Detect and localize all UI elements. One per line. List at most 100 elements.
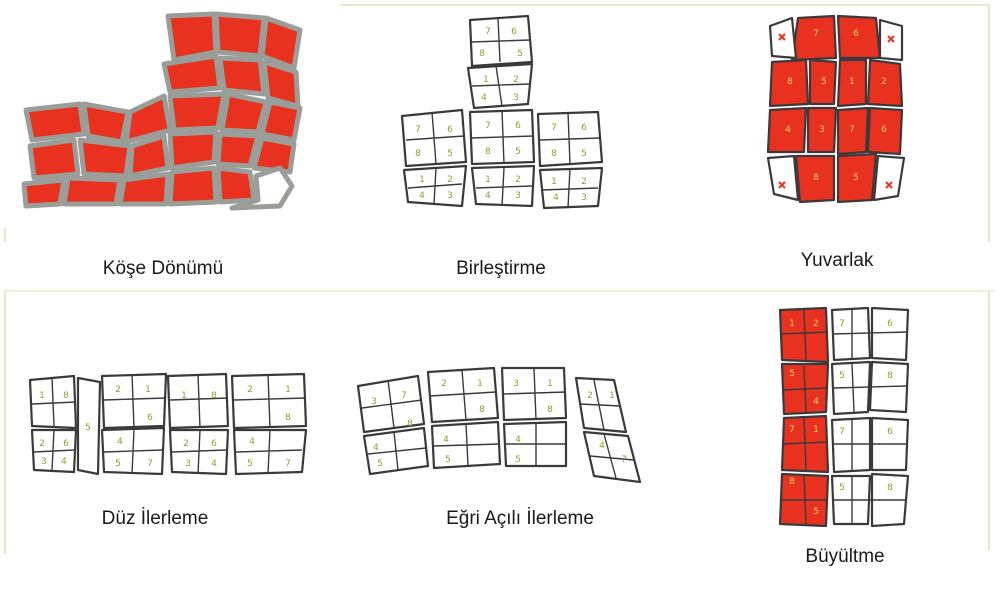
red-stone [23,101,87,143]
frame-mid-line [4,290,994,292]
red-stone [261,59,301,109]
svg-text:1: 1 [145,385,151,395]
svg-text:8: 8 [547,405,553,415]
svg-text:4: 4 [515,435,521,445]
svg-text:5: 5 [813,507,819,517]
svg-text:4: 4 [249,437,255,447]
svg-text:8: 8 [789,477,795,487]
svg-text:2: 2 [581,177,587,187]
caption-egri-acili: Eğri Açılı İlerleme [446,508,594,529]
svg-text:5: 5 [839,371,845,381]
red-stone [219,91,269,135]
svg-text:8: 8 [211,391,217,401]
svg-text:8: 8 [551,149,557,159]
svg-text:3: 3 [819,125,825,135]
svg-text:1: 1 [485,175,491,185]
red-stone [127,133,171,179]
svg-text:8: 8 [887,483,893,493]
svg-text:8: 8 [479,49,485,59]
svg-text:2: 2 [441,379,447,389]
svg-text:1: 1 [551,177,557,187]
frame-right-top [988,6,990,242]
frame-top-right [340,4,990,6]
x-mark-icon [778,33,895,189]
white-stone [426,366,500,424]
svg-text:4: 4 [485,191,491,201]
svg-text:3: 3 [513,93,519,103]
svg-text:8: 8 [63,391,69,401]
red-stone [21,177,67,209]
svg-text:5: 5 [853,173,859,183]
red-stone [766,106,808,154]
svg-text:4: 4 [785,125,791,135]
red-stone [866,106,904,156]
stone-joint [31,377,77,471]
white-stone [166,372,230,430]
svg-text:7: 7 [147,459,153,469]
svg-text:6: 6 [887,427,893,437]
svg-text:2: 2 [881,77,887,87]
svg-text:8: 8 [285,413,291,423]
red-stone [117,171,171,207]
svg-text:8: 8 [407,419,413,429]
red-stone [259,15,303,71]
white-stone [466,62,534,110]
stone-joint [405,111,465,205]
frame-right-bottom [988,292,990,550]
svg-text:8: 8 [485,147,491,157]
red-stone [167,165,219,207]
svg-text:5: 5 [515,455,521,465]
svg-text:4: 4 [117,437,123,447]
red-stone [81,101,131,145]
svg-text:7: 7 [485,121,491,131]
stone-joint [503,367,567,466]
svg-text:1: 1 [483,75,489,85]
svg-text:7: 7 [485,27,491,37]
svg-text:6: 6 [211,439,217,449]
stone-joint [539,111,601,209]
stone-joint [831,310,909,413]
svg-text:5: 5 [517,49,523,59]
svg-text:1: 1 [285,385,291,395]
svg-text:1: 1 [39,391,45,401]
white-stone [870,306,910,362]
red-stone [161,53,223,95]
svg-text:7: 7 [839,319,845,329]
red-stone [61,175,123,207]
svg-text:6: 6 [63,439,69,449]
red-stone [251,135,297,175]
svg-text:3: 3 [515,191,521,201]
svg-text:4: 4 [599,441,605,451]
svg-text:5: 5 [445,455,451,465]
white-stone [500,366,568,422]
caption-kose-donumu: Köşe Dönümü [102,258,224,279]
svg-text:5: 5 [839,483,845,493]
red-stone [213,11,267,59]
stone-joint [471,109,535,207]
red-stone [768,58,810,108]
svg-text:1: 1 [477,379,483,389]
frame-left-top [4,228,6,242]
svg-text:8: 8 [479,405,485,415]
svg-text:7: 7 [401,391,407,401]
svg-text:7: 7 [789,425,795,435]
svg-text:5: 5 [581,149,587,159]
red-stone [217,55,267,97]
red-stone [27,137,81,181]
svg-text:5: 5 [515,147,521,157]
red-stone [77,137,133,179]
svg-text:3: 3 [371,397,377,407]
svg-text:2: 2 [513,75,519,85]
svg-text:4: 4 [373,443,379,453]
svg-text:2: 2 [183,439,189,449]
caption-birlestirme: Birleştirme [456,258,546,279]
svg-text:2: 2 [39,439,45,449]
svg-text:5: 5 [447,149,453,159]
white-stone [830,416,872,474]
svg-text:7: 7 [285,459,291,469]
white-corner-stone [766,154,800,202]
red-stone [778,306,830,364]
svg-text:4: 4 [419,191,425,201]
svg-text:1: 1 [849,77,855,87]
